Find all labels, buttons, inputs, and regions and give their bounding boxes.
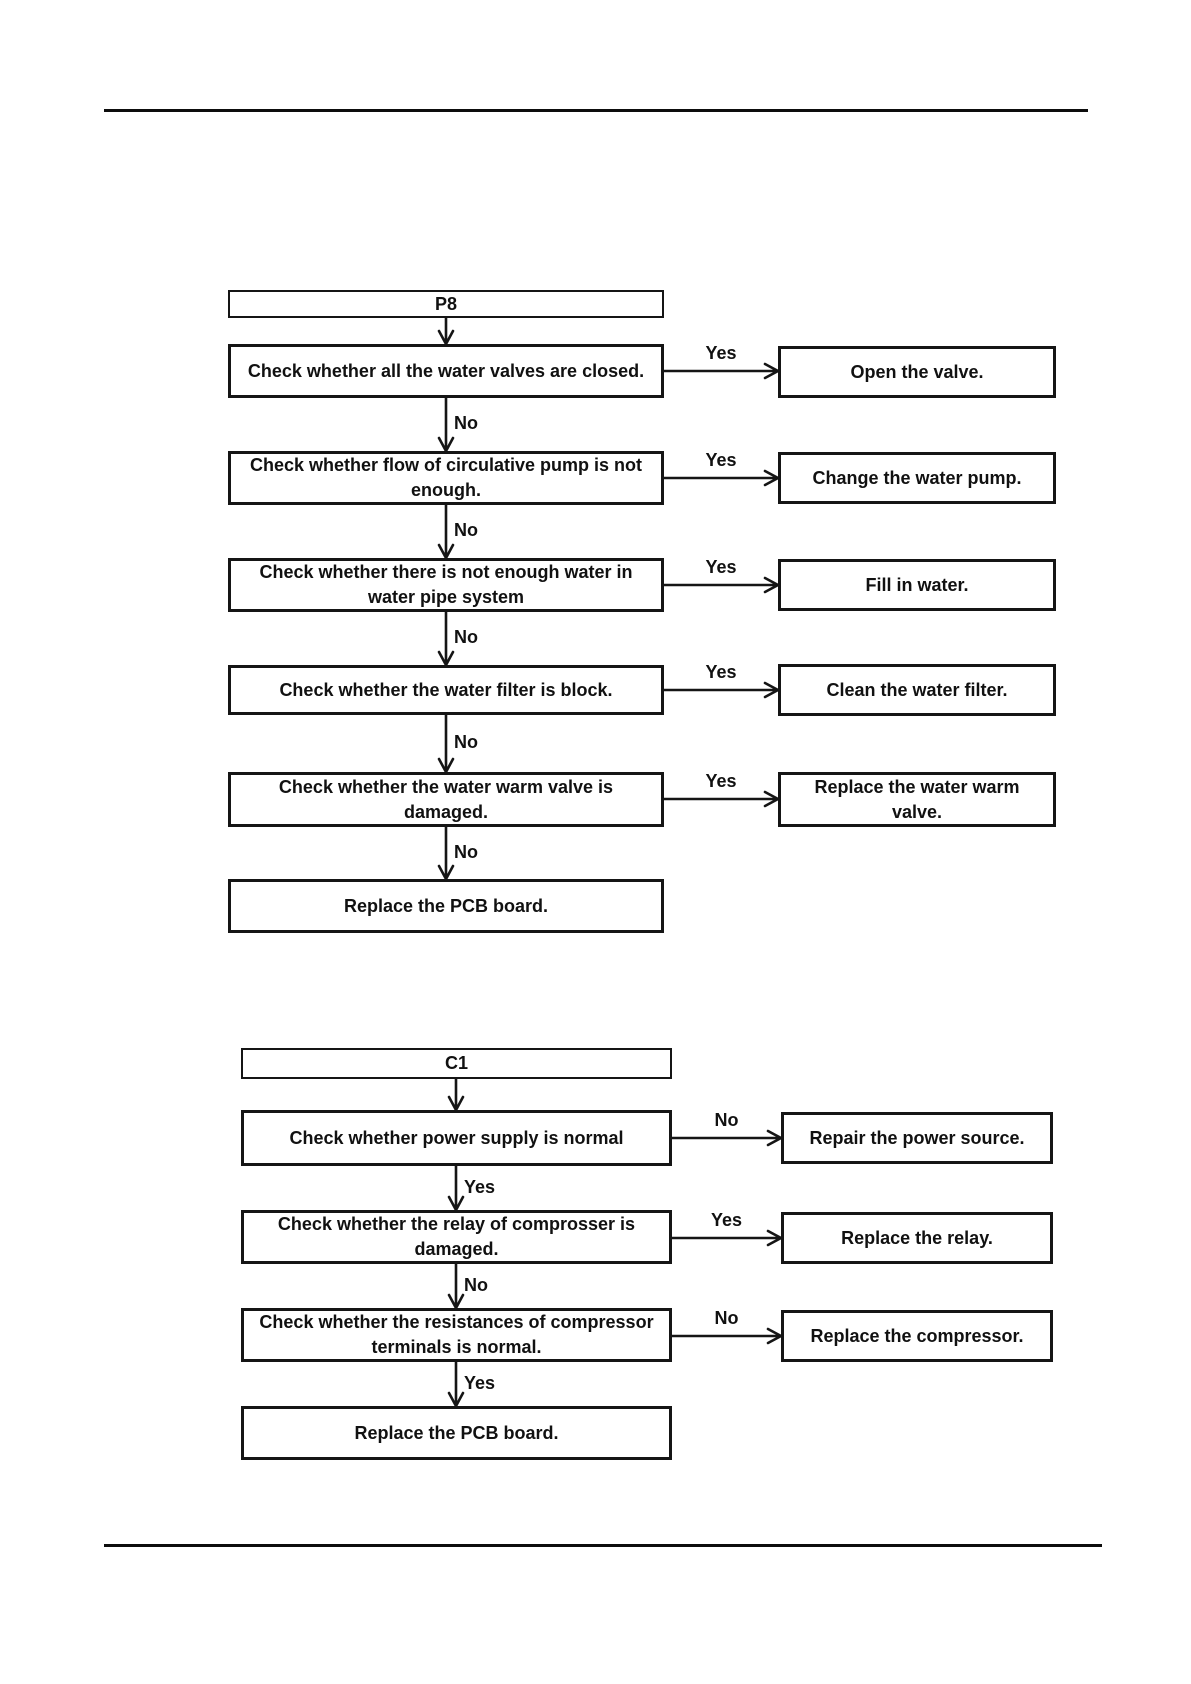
flow2-step1-branch-label: No: [714, 1110, 739, 1130]
flow1-step3-branch-label: Yes: [705, 557, 737, 577]
flow1-header-box: P8: [228, 290, 664, 318]
flow2-step3-branch-label: No: [714, 1308, 739, 1328]
flow2-step2-branch-label: Yes: [710, 1210, 743, 1230]
flow1-step2-next-label: No: [454, 520, 478, 540]
flow2-step1-action-box: Repair the power source.: [781, 1112, 1053, 1164]
flow2-step2-action-box: Replace the relay.: [781, 1212, 1053, 1264]
flow1-step1-action-box: Open the valve.: [778, 346, 1056, 398]
flow1-step1-check-box: Check whether all the water valves are c…: [228, 344, 664, 398]
flow2-step3-next-label: Yes: [464, 1373, 496, 1393]
flow1-step5-check-box: Check whether the water warm valve is da…: [228, 772, 664, 827]
bottom-rule: [104, 1544, 1102, 1547]
flow2-header-box: C1: [241, 1048, 672, 1079]
flow1-step4-check-box: Check whether the water filter is block.: [228, 665, 664, 715]
flow1-step2-branch-label: Yes: [705, 450, 737, 470]
flow2-terminal-box: Replace the PCB board.: [241, 1406, 672, 1460]
flow2-step1-check-box: Check whether power supply is normal: [241, 1110, 672, 1166]
flow1-step4-next-label: No: [454, 732, 478, 752]
flow2-step1-next-label: Yes: [464, 1177, 496, 1197]
flow1-step1-next-label: No: [454, 413, 478, 433]
flow1-step3-check-box: Check whether there is not enough water …: [228, 558, 664, 612]
flow2-step2-check-box: Check whether the relay of comprosser is…: [241, 1210, 672, 1264]
flow2-step2-next-label: No: [464, 1275, 488, 1295]
flow1-step5-action-box: Replace the water warm valve.: [778, 772, 1056, 827]
flow1-step2-action-box: Change the water pump.: [778, 452, 1056, 504]
flow1-step3-action-box: Fill in water.: [778, 559, 1056, 611]
flow1-step3-next-label: No: [454, 627, 478, 647]
flow2-step3-check-box: Check whether the resistances of compres…: [241, 1308, 672, 1362]
flow1-step5-next-label: No: [454, 842, 478, 862]
flow1-step1-branch-label: Yes: [705, 343, 737, 363]
flow1-step4-action-box: Clean the water filter.: [778, 664, 1056, 716]
flow1-step4-branch-label: Yes: [705, 662, 737, 682]
flow1-step5-branch-label: Yes: [705, 771, 737, 791]
flow1-terminal-box: Replace the PCB board.: [228, 879, 664, 933]
flow2-step3-action-box: Replace the compressor.: [781, 1310, 1053, 1362]
top-rule: [104, 109, 1088, 112]
flow1-step2-check-box: Check whether flow of circulative pump i…: [228, 451, 664, 505]
